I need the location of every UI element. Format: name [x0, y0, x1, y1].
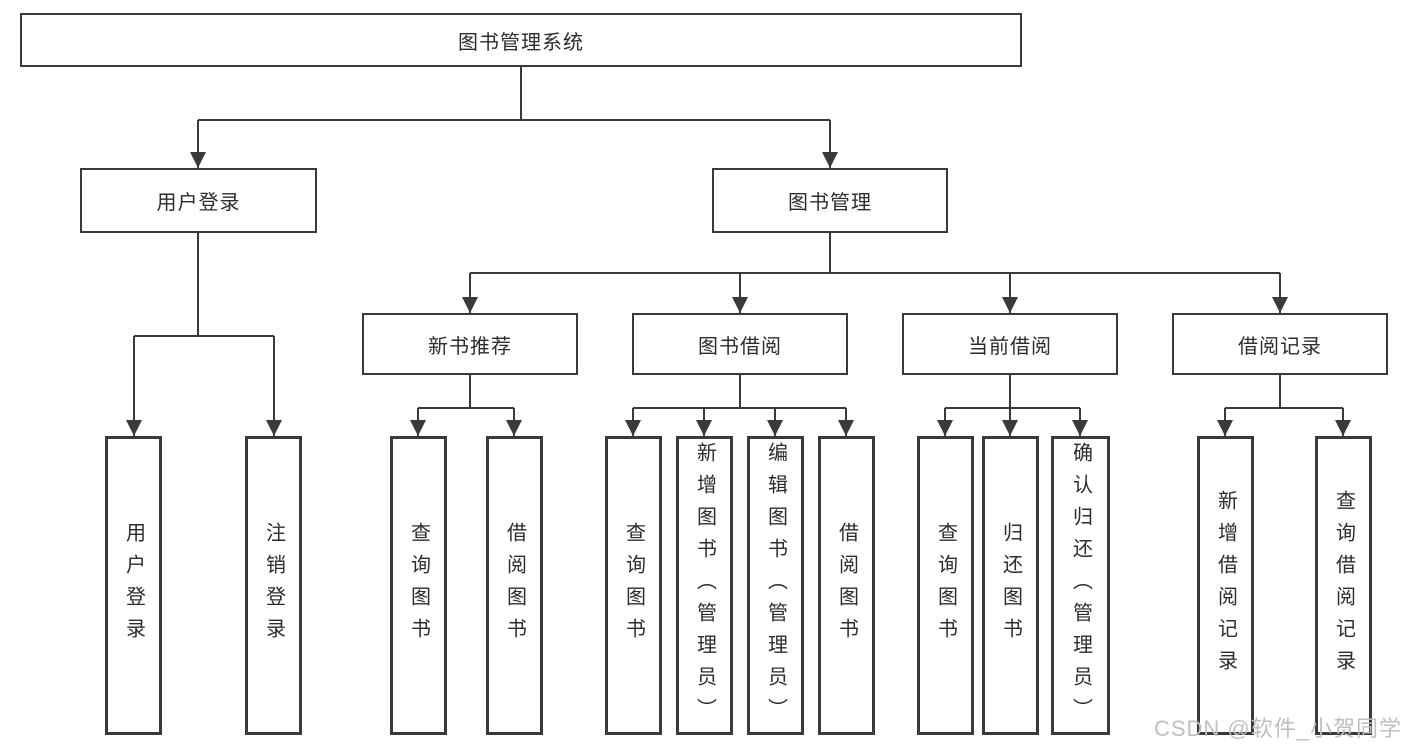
- leaf-bb-edit-books-admin-label: 编辑图书（管理员）: [764, 441, 787, 730]
- leaf-cb-confirm-return-admin-label: 确认归还（管理员）: [1069, 441, 1092, 730]
- leaf-nbr-borrow-books-label: 借阅图书: [503, 521, 526, 650]
- leaf-bb-query-books-label: 查询图书: [622, 521, 645, 650]
- connector-book-management-children: [462, 233, 1288, 313]
- connector-user-login-children: [126, 233, 282, 436]
- leaf-bb-edit-books-admin: 编辑图书（管理员）: [747, 436, 804, 735]
- leaf-bb-add-books-admin-label: 新增图书（管理员）: [693, 441, 716, 730]
- leaf-logout-label: 注销登录: [262, 521, 285, 650]
- connector-borrowing-records-children: [1217, 375, 1351, 436]
- node-new-book-recommend: 新书推荐: [362, 313, 578, 375]
- leaf-logout: 注销登录: [245, 436, 302, 735]
- leaf-user-login: 用户登录: [105, 436, 162, 735]
- leaf-bb-borrow-books: 借阅图书: [818, 436, 875, 735]
- leaf-cb-query-books-label: 查询图书: [934, 521, 957, 650]
- leaf-nbr-borrow-books: 借阅图书: [486, 436, 543, 735]
- leaf-user-login-label: 用户登录: [122, 521, 145, 650]
- node-book-borrowing: 图书借阅: [632, 313, 848, 375]
- connector-root-to-level2: [190, 67, 838, 168]
- connector-current-borrowing-children: [937, 375, 1088, 436]
- leaf-bb-query-books: 查询图书: [605, 436, 662, 735]
- leaf-nbr-query-books: 查询图书: [390, 436, 447, 735]
- leaf-br-query-record: 查询借阅记录: [1315, 436, 1372, 735]
- node-borrowing-records: 借阅记录: [1172, 313, 1388, 375]
- connector-book-borrowing-children: [625, 375, 854, 436]
- leaf-cb-confirm-return-admin: 确认归还（管理员）: [1051, 436, 1110, 735]
- connector-new-book-recommend-children: [410, 375, 522, 436]
- leaf-br-add-record-label: 新增借阅记录: [1214, 489, 1237, 682]
- leaf-bb-borrow-books-label: 借阅图书: [835, 521, 858, 650]
- node-root: 图书管理系统: [20, 13, 1022, 67]
- leaf-br-add-record: 新增借阅记录: [1197, 436, 1254, 735]
- leaf-nbr-query-books-label: 查询图书: [407, 521, 430, 650]
- csdn-watermark: CSDN @软件_小贺同学: [1153, 716, 1402, 741]
- leaf-cb-return-books-label: 归还图书: [999, 521, 1022, 650]
- node-current-borrowing: 当前借阅: [902, 313, 1118, 375]
- leaf-cb-query-books: 查询图书: [917, 436, 974, 735]
- leaf-br-query-record-label: 查询借阅记录: [1332, 489, 1355, 682]
- leaf-cb-return-books: 归还图书: [982, 436, 1039, 735]
- leaf-bb-add-books-admin: 新增图书（管理员）: [676, 436, 733, 735]
- node-user-login: 用户登录: [80, 168, 317, 233]
- node-book-management: 图书管理: [712, 168, 948, 233]
